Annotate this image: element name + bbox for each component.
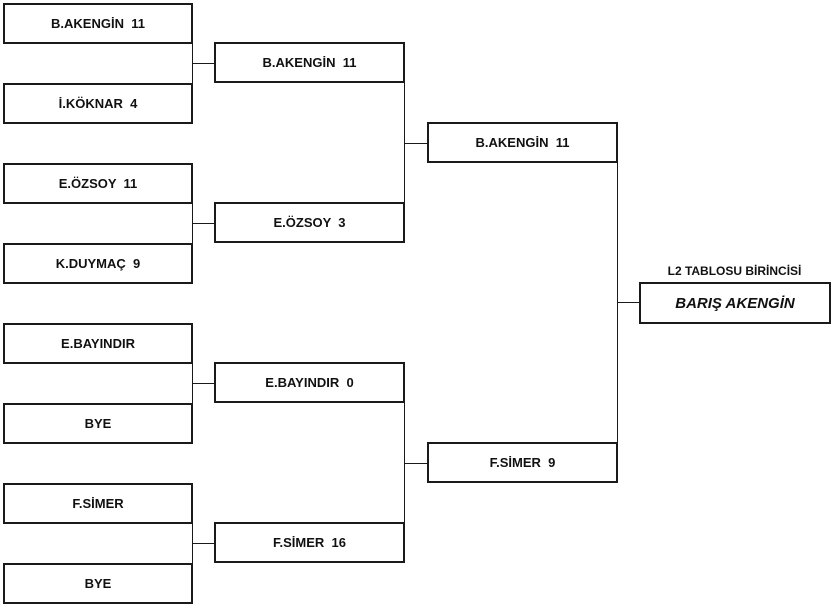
connector-r1-m2-out (192, 223, 215, 224)
connector-r2-m1 (404, 83, 405, 202)
round2-slot-4: F.SİMER 16 (214, 522, 405, 563)
connector-r2-m2-out (404, 463, 428, 464)
round1-slot-1: B.AKENGİN 11 (3, 3, 193, 44)
connector-r2-m1-out (404, 143, 428, 144)
connector-final-out (617, 302, 639, 303)
round2-slot-3: E.BAYINDIR 0 (214, 362, 405, 403)
round1-slot-4: K.DUYMAÇ 9 (3, 243, 193, 284)
round2-slot-2: E.ÖZSOY 3 (214, 202, 405, 243)
connector-r1-m1-out (192, 63, 215, 64)
round1-slot-5: E.BAYINDIR (3, 323, 193, 364)
round3-slot-2: F.SİMER 9 (427, 442, 618, 483)
round1-slot-6: BYE (3, 403, 193, 444)
round1-slot-3: E.ÖZSOY 11 (3, 163, 193, 204)
round1-slot-2: İ.KÖKNAR 4 (3, 83, 193, 124)
connector-r2-m2 (404, 403, 405, 522)
connector-r1-m3-out (192, 383, 215, 384)
winner-heading: L2 TABLOSU BİRİNCİSİ (667, 264, 802, 278)
connector-r1-m4-out (192, 543, 215, 544)
round2-slot-1: B.AKENGİN 11 (214, 42, 405, 83)
round1-slot-7: F.SİMER (3, 483, 193, 524)
round1-slot-8: BYE (3, 563, 193, 604)
round3-slot-1: B.AKENGİN 11 (427, 122, 618, 163)
winner-name: BARIŞ AKENGİN (639, 282, 831, 324)
